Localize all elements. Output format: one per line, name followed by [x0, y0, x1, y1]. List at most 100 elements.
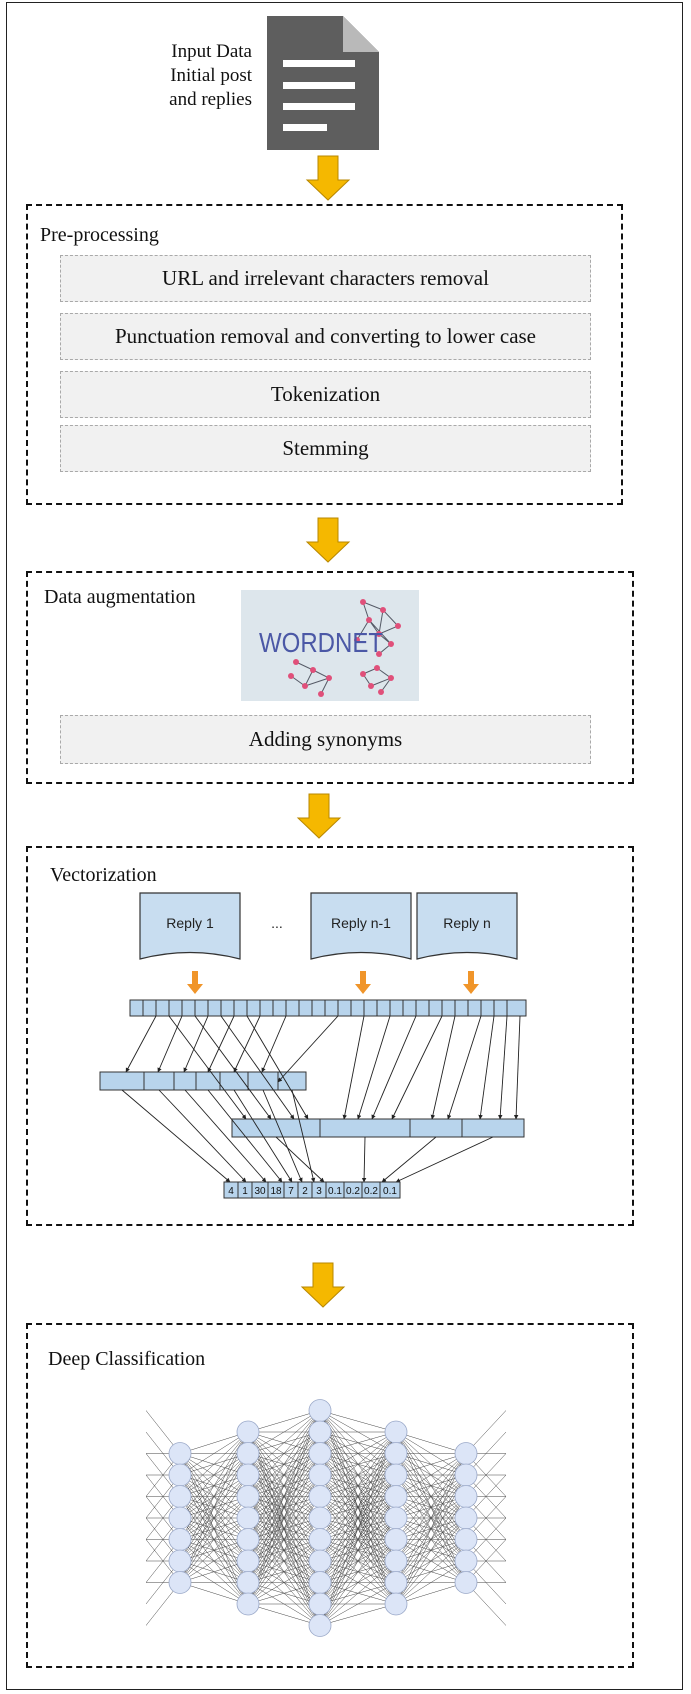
neuron: [308, 1399, 332, 1422]
vectorization-diagram: Reply 1 ... Reply n-1 Reply n: [99, 892, 527, 1199]
vector-value: 18: [270, 1186, 282, 1197]
flow-arrow: [305, 517, 351, 563]
reply-label: Reply 1: [166, 915, 214, 931]
wordnet-logo-text: WORDNET: [259, 627, 383, 658]
vector-value: 4: [228, 1186, 234, 1197]
neuron: [168, 1528, 192, 1551]
neuron: [454, 1463, 478, 1487]
neuron: [168, 1485, 192, 1508]
neuron: [308, 1485, 332, 1508]
neuron: [236, 1485, 260, 1508]
neuron: [454, 1528, 478, 1551]
reply-label: Reply n-1: [331, 915, 391, 931]
step-stemming: Stemming: [60, 425, 591, 472]
neuron: [384, 1442, 408, 1465]
input-data-label: Input Data Initial post and replies: [130, 40, 252, 112]
neuron: [454, 1549, 478, 1573]
neuron: [384, 1463, 408, 1487]
augmentation-title: Data augmentation: [44, 586, 196, 608]
neuron: [168, 1463, 192, 1487]
feature-vector: 4 1 30 18 7 2 3 0.1 0.2 0.2 0.1: [223, 1181, 401, 1199]
neuron: [308, 1420, 332, 1444]
neuron: [308, 1528, 332, 1551]
neuron: [384, 1549, 408, 1573]
reply-doc-1: [139, 892, 241, 960]
vectorization-title: Vectorization: [50, 864, 157, 886]
group-vector-right: [231, 1118, 525, 1138]
vector-value: 2: [302, 1186, 308, 1197]
neuron: [236, 1571, 260, 1594]
step-url-removal: URL and irrelevant characters removal: [60, 255, 591, 302]
vector-value: 1: [242, 1186, 248, 1197]
vector-value: 0.1: [328, 1186, 342, 1197]
reply-label: Reply n: [443, 915, 490, 931]
neuron: [384, 1506, 408, 1530]
neuron: [308, 1549, 332, 1573]
nn-layer-5: [454, 1442, 478, 1594]
vector-connections: [121, 1015, 521, 1183]
neuron: [454, 1485, 478, 1508]
nn-layer-2: [236, 1420, 260, 1616]
neuron: [236, 1442, 260, 1465]
flow-arrow: [296, 793, 342, 839]
neuron: [236, 1592, 260, 1616]
neuron: [236, 1549, 260, 1573]
step-adding-synonyms: Adding synonyms: [60, 715, 591, 764]
doc-arrow: [187, 971, 203, 994]
vector-value: 0.1: [383, 1186, 397, 1197]
preprocessing-title: Pre-processing: [40, 224, 159, 246]
reply-doc-n-1: [310, 892, 412, 960]
neuron: [308, 1614, 332, 1637]
vector-value: 0.2: [364, 1186, 378, 1197]
step-tokenization: Tokenization: [60, 371, 591, 418]
augmentation-box: [26, 571, 634, 784]
doc-arrow: [355, 971, 371, 994]
neuron: [454, 1571, 478, 1594]
input-line: Input Data: [171, 41, 252, 62]
group-vector-left: [99, 1071, 307, 1091]
neuron: [236, 1506, 260, 1530]
neuron: [308, 1592, 332, 1616]
reply-ellipsis: ...: [271, 915, 283, 931]
neuron: [236, 1463, 260, 1487]
neuron: [384, 1571, 408, 1594]
neuron: [236, 1420, 260, 1444]
neuron: [384, 1528, 408, 1551]
vector-value: 0.2: [346, 1186, 360, 1197]
neuron: [384, 1485, 408, 1508]
neuron: [168, 1442, 192, 1465]
nn-connections: [146, 1410, 507, 1626]
wordnet-logo: WORDNET: [241, 590, 419, 701]
vector-value: 30: [254, 1186, 266, 1197]
flow-arrow: [300, 1262, 346, 1308]
flow-arrow: [305, 155, 351, 201]
input-line: Initial post: [170, 65, 252, 86]
neuron: [384, 1420, 408, 1444]
step-punctuation-removal: Punctuation removal and converting to lo…: [60, 313, 591, 360]
reply-doc-n: [416, 892, 518, 960]
neuron: [308, 1571, 332, 1594]
neuron: [168, 1571, 192, 1594]
vector-value: 3: [316, 1186, 322, 1197]
neural-network-diagram: [146, 1399, 507, 1637]
neuron: [308, 1506, 332, 1530]
doc-arrow: [463, 971, 479, 994]
nn-layer-4: [384, 1420, 408, 1616]
neuron: [454, 1442, 478, 1465]
neuron: [168, 1506, 192, 1530]
neuron: [308, 1442, 332, 1465]
vector-value: 7: [288, 1186, 294, 1197]
neuron: [384, 1592, 408, 1616]
input-line: and replies: [169, 89, 252, 110]
token-vector: [129, 999, 527, 1017]
outer-frame: [6, 2, 683, 1690]
neuron: [308, 1463, 332, 1487]
preprocessing-box: [26, 204, 623, 505]
neuron: [168, 1549, 192, 1573]
nn-layer-1: [168, 1442, 192, 1594]
document-icon: [267, 16, 379, 150]
neuron: [454, 1506, 478, 1530]
classification-title: Deep Classification: [48, 1348, 206, 1370]
nn-layer-3: [308, 1399, 332, 1637]
neuron: [236, 1528, 260, 1551]
